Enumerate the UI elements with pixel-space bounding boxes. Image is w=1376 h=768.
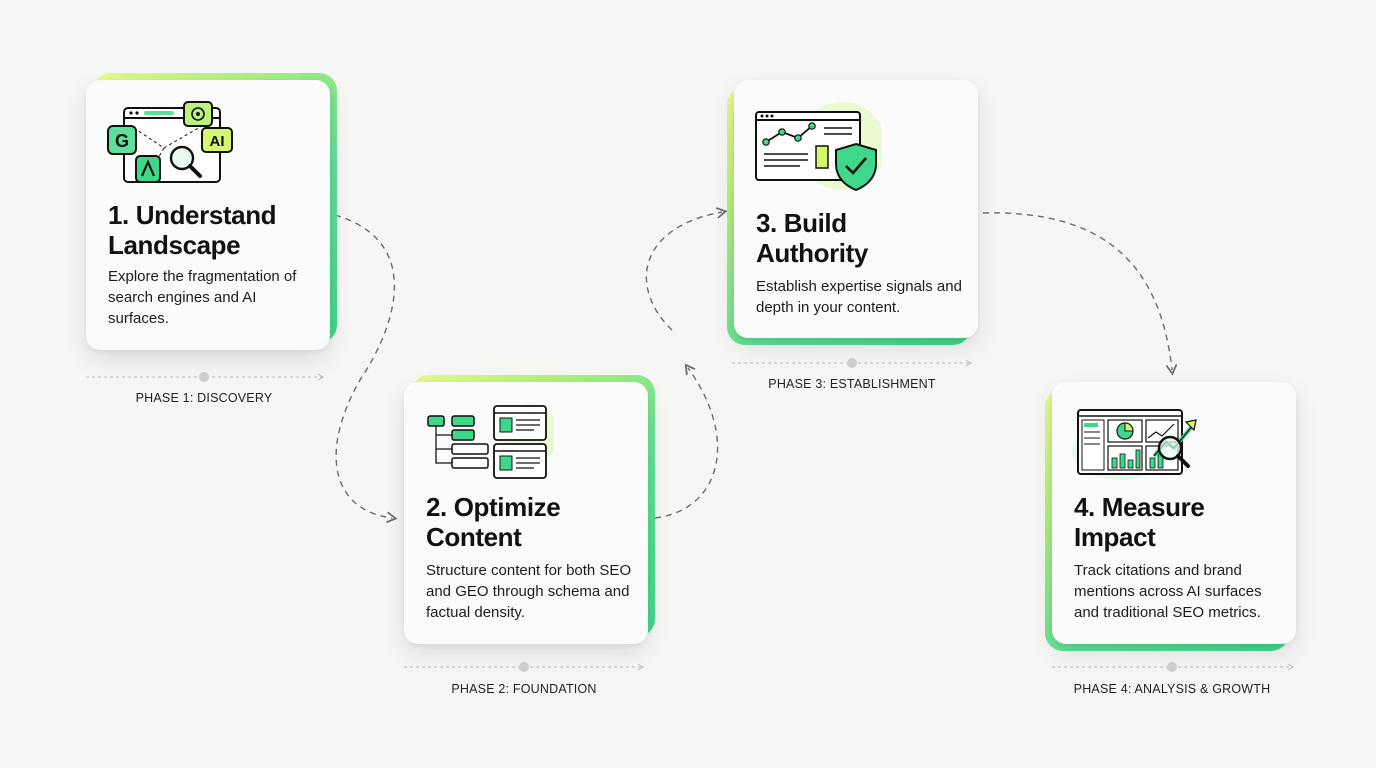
phase-2-label: PHASE 2: FOUNDATION — [451, 682, 596, 696]
connector-1-to-2 — [335, 215, 394, 518]
card-1-body: G AI 1. Understand Landscape Explore the… — [86, 80, 330, 350]
phase-1-label: PHASE 1: DISCOVERY — [136, 391, 273, 405]
content-structure-icon — [424, 398, 554, 498]
connector-2-to-3-lower — [655, 368, 718, 518]
search-engines-ai-icon: G AI — [104, 96, 234, 196]
phase-3-label: PHASE 3: ESTABLISHMENT — [768, 377, 935, 391]
authority-shield-icon — [752, 98, 882, 198]
step-2-title: 2. Optimize Content — [426, 492, 606, 552]
step-card-3: 3. Build Authority Establish expertise s… — [734, 80, 978, 338]
step-2-description: Structure content for both SEO and GEO t… — [426, 560, 634, 623]
step-card-1: G AI 1. Understand Landscape Explore the… — [86, 80, 330, 350]
connector-3-to-4 — [983, 213, 1172, 370]
phase-3-timeline — [732, 358, 971, 368]
connector-2-to-3-upper — [646, 212, 722, 330]
step-3-title: 3. Build Authority — [756, 208, 906, 268]
phase-4-label: PHASE 4: ANALYSIS & GROWTH — [1074, 682, 1271, 696]
step-4-title: 4. Measure Impact — [1074, 492, 1244, 552]
phase-2-timeline — [404, 662, 643, 672]
analytics-dashboard-icon — [1070, 398, 1200, 498]
google-letter: G — [115, 131, 129, 151]
step-card-4: 4. Measure Impact Track citations and br… — [1052, 382, 1296, 644]
step-1-title: 1. Understand Landscape — [108, 200, 308, 260]
card-2-body: 2. Optimize Content Structure content fo… — [404, 382, 648, 644]
phase-1-timeline — [86, 372, 323, 382]
phase-4-timeline — [1052, 662, 1293, 672]
step-1-description: Explore the fragmentation of search engi… — [108, 266, 316, 329]
step-card-2: 2. Optimize Content Structure content fo… — [404, 382, 648, 644]
ai-badge-text: AI — [210, 133, 225, 150]
card-3-body: 3. Build Authority Establish expertise s… — [734, 80, 978, 338]
card-4-body: 4. Measure Impact Track citations and br… — [1052, 382, 1296, 644]
step-4-description: Track citations and brand mentions acros… — [1074, 560, 1282, 623]
step-3-description: Establish expertise signals and depth in… — [756, 276, 964, 318]
